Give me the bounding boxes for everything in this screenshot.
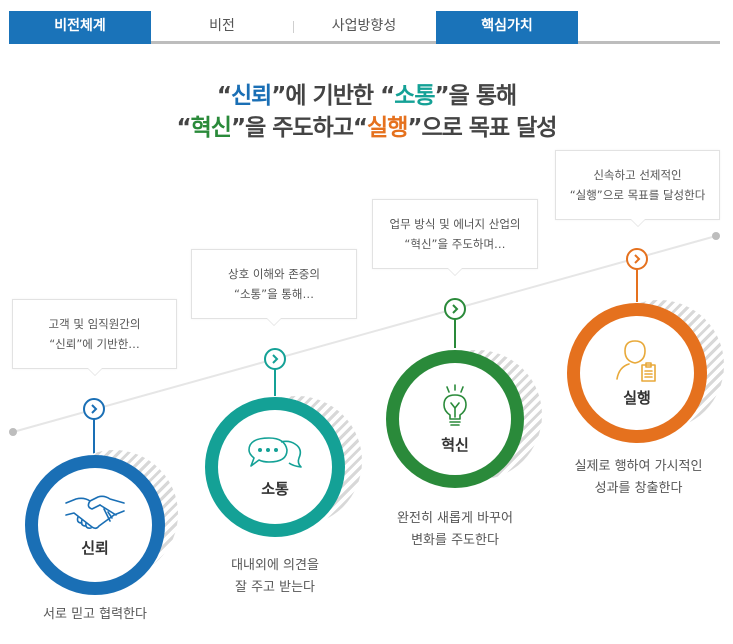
value-ring-trust: 신뢰 (25, 455, 165, 595)
description-line: 완전히 새롭게 바꾸어 (397, 511, 513, 526)
value-title: 혁신 (441, 435, 469, 454)
keyword-execution: 실행 (367, 115, 408, 141)
arrow-button-execution[interactable] (626, 248, 648, 270)
value-ring-innovation: 혁신 (386, 350, 524, 488)
bubble-line: 업무 방식 및 에너지 산업의 (389, 217, 521, 231)
bubble-line: 신속하고 선제적인 (593, 168, 682, 182)
page-headline: “신뢰”에 기반한 “소통”을 통해 “혁신”을 주도하고“실행”으로 목표 달… (0, 80, 733, 144)
description-line: 대내외에 의견을 (231, 558, 319, 573)
quote: “ (216, 83, 232, 109)
tab-business-direction[interactable]: 사업방향성 (331, 18, 397, 34)
description-line: 서로 믿고 협력한다 (43, 607, 147, 622)
quote: “ (176, 115, 192, 141)
chevron-right-icon (452, 304, 459, 314)
bubble-execution: 신속하고 선제적인 “실행”으로 목표를 달성한다 (555, 150, 720, 227)
tab-vision[interactable]: 비전 (209, 18, 235, 34)
arrow-button-trust[interactable] (83, 398, 105, 420)
person-clipboard-icon (616, 339, 656, 382)
quote: “ (380, 83, 395, 109)
chevron-right-icon (91, 404, 98, 414)
bubble-line: “실행”으로 목표를 달성한다 (569, 188, 706, 202)
headline-text: 을 주도하고 (245, 115, 354, 141)
arrow-button-innovation[interactable] (444, 298, 466, 320)
bubble-line: 고객 및 임직원간의 (48, 317, 141, 331)
value-ring-communication: 소통 (205, 397, 345, 537)
chat-bubbles-icon (248, 436, 302, 468)
tab-vision-system[interactable]: 비전체계 (9, 11, 151, 44)
keyword-trust: 신뢰 (230, 83, 272, 109)
bubble-innovation: 업무 방식 및 에너지 산업의 “혁신”을 주도하며… (372, 199, 538, 276)
chevron-right-icon (272, 354, 279, 364)
headline-text: 에 기반한 (285, 83, 381, 109)
headline-text: 으로 목표 달성 (421, 115, 557, 141)
headline-line-2: “혁신”을 주도하고“실행”으로 목표 달성 (0, 112, 733, 144)
quote: ” (271, 83, 286, 109)
headline-line-1: “신뢰”에 기반한 “소통”을 통해 (0, 80, 733, 112)
tab-separator (293, 21, 294, 33)
handshake-icon (65, 495, 125, 529)
quote: ” (434, 83, 450, 109)
value-title: 실행 (623, 388, 651, 407)
bubble-line: 상호 이해와 존중의 (228, 267, 320, 281)
value-title: 소통 (261, 479, 289, 498)
bubble-line: “신뢰”에 기반한… (49, 337, 140, 351)
tab-bar: 비전체계 비전 사업방향성 핵심가치 (9, 11, 720, 44)
keyword-communication: 소통 (394, 83, 435, 109)
description-innovation: 완전히 새롭게 바꾸어 변화를 주도한다 (375, 508, 535, 552)
connector-execution (636, 268, 638, 302)
tab-core-values[interactable]: 핵심가치 (436, 11, 578, 44)
connector-communication (274, 368, 276, 396)
connector-trust (93, 418, 95, 458)
description-line: 변화를 주도한다 (411, 533, 499, 548)
description-line: 실제로 행하여 가시적인 (574, 459, 703, 474)
description-line: 잘 주고 받는다 (234, 580, 316, 595)
bubble-communication: 상호 이해와 존중의 “소통”을 통해… (191, 249, 357, 326)
arrow-button-communication[interactable] (264, 348, 286, 370)
headline-text: 을 통해 (448, 83, 517, 109)
keyword-innovation: 혁신 (190, 115, 232, 141)
chevron-right-icon (634, 254, 641, 264)
value-ring-execution: 실행 (567, 303, 707, 443)
bubble-line: “혁신”을 주도하며… (404, 237, 506, 251)
description-execution: 실제로 행하여 가시적인 성과를 창출한다 (556, 456, 721, 500)
bubble-line: “소통”을 통해… (234, 287, 314, 301)
lightbulb-icon (443, 383, 467, 426)
description-trust: 서로 믿고 협력한다 (15, 604, 175, 626)
description-communication: 대내외에 의견을 잘 주고 받는다 (195, 555, 355, 599)
quote: ” (407, 115, 422, 141)
quote: “ (352, 115, 368, 141)
connector-innovation (454, 318, 456, 348)
value-title: 신뢰 (81, 538, 109, 557)
bubble-trust: 고객 및 임직원간의 “신뢰”에 기반한… (12, 299, 177, 376)
description-line: 성과를 창출한다 (594, 481, 683, 496)
quote: ” (230, 115, 246, 141)
